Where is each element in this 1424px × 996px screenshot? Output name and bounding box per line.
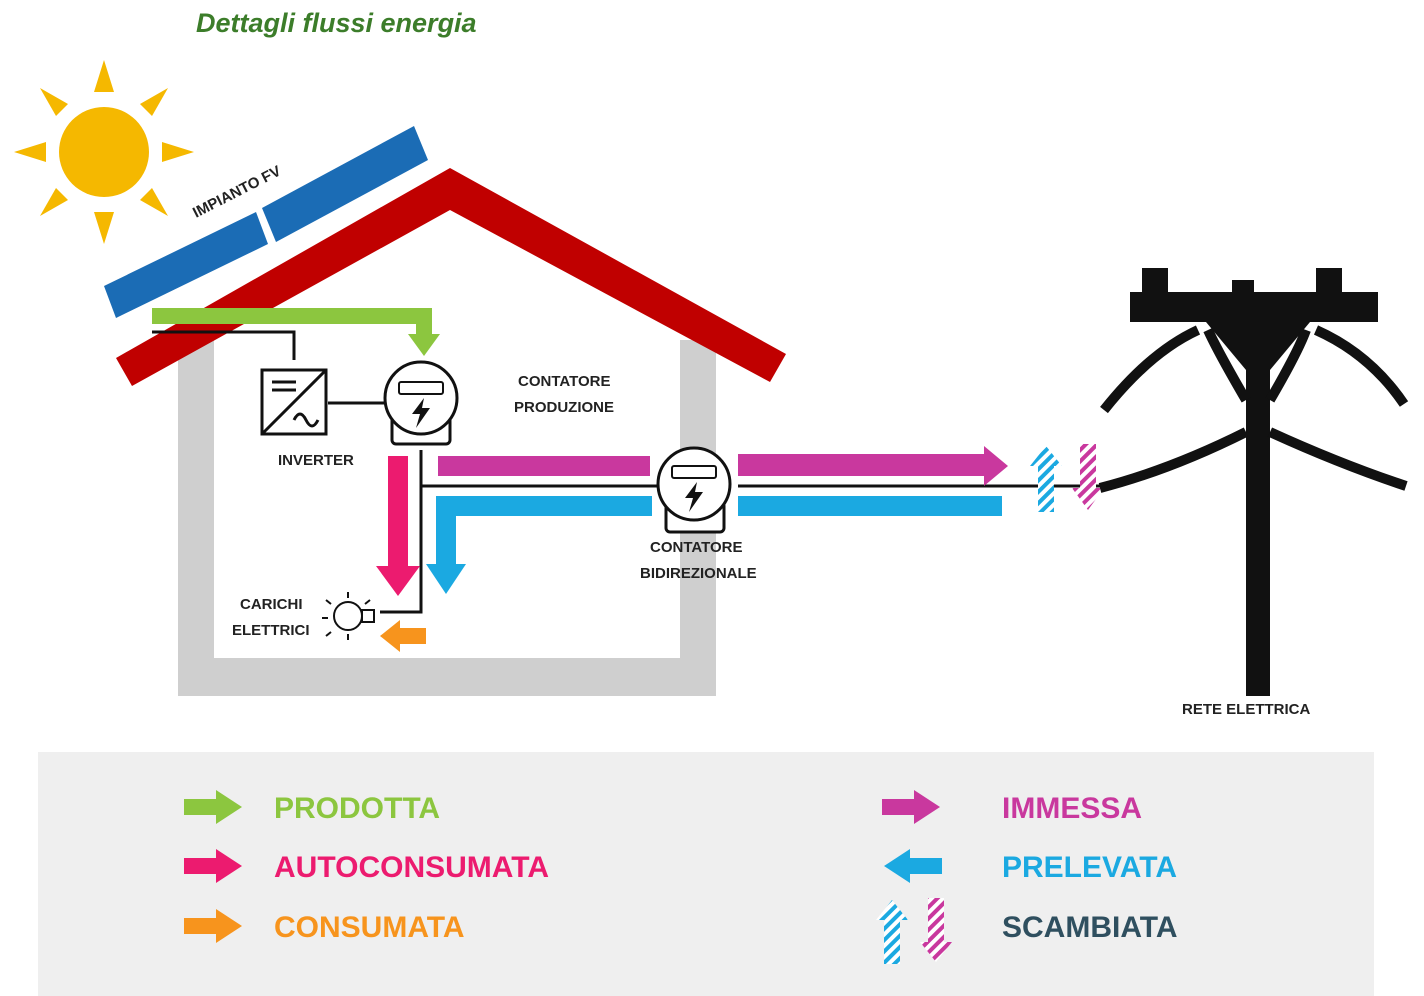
flow-consumata xyxy=(380,620,426,652)
loads-label-line2: ELETTRICI xyxy=(232,622,310,639)
light-bulb-icon xyxy=(322,592,375,640)
flow-scambiata-grid xyxy=(1030,444,1104,512)
page-title: Dettagli flussi energia xyxy=(196,8,477,38)
bidirectional-meter-label-line1: CONTATORE xyxy=(650,539,743,556)
inverter-icon xyxy=(260,368,328,436)
legend-item-prelevata: PRELEVATA xyxy=(884,849,1177,884)
inverter-label: INVERTER xyxy=(278,452,354,469)
bidirectional-meter-label-line2: BIDIREZIONALE xyxy=(640,565,757,582)
legend-label-scambiata: SCAMBIATA xyxy=(1002,911,1178,944)
house xyxy=(178,340,716,696)
sun-icon xyxy=(14,60,194,244)
legend-item-immessa: IMMESSA xyxy=(882,790,1142,825)
solar-panel-icon xyxy=(104,126,428,318)
bidirectional-meter-icon xyxy=(656,446,732,534)
legend-label-immessa: IMMESSA xyxy=(1002,792,1142,825)
flow-autoconsumata xyxy=(376,456,420,596)
loads-label-line1: CARICHI xyxy=(240,596,303,613)
legend-label-autoconsumata: AUTOCONSUMATA xyxy=(274,851,549,884)
flow-prodotta xyxy=(152,308,440,356)
legend-item-prodotta: PRODOTTA xyxy=(184,790,440,825)
grid-label: RETE ELETTRICA xyxy=(1182,701,1311,718)
production-meter-label-line1: CONTATORE xyxy=(518,373,611,390)
legend: PRODOTTA AUTOCONSUMATA CONSUMATA IMMESSA… xyxy=(38,752,1374,996)
flow-prelevata xyxy=(426,496,1002,594)
power-pole-icon xyxy=(1098,268,1409,696)
legend-label-prodotta: PRODOTTA xyxy=(274,792,440,825)
flow-immessa xyxy=(438,446,1008,486)
production-meter-icon xyxy=(383,360,459,446)
production-meter-label-line2: PRODUZIONE xyxy=(514,399,614,416)
legend-label-prelevata: PRELEVATA xyxy=(1002,851,1177,884)
legend-item-scambiata: SCAMBIATA xyxy=(876,898,1178,964)
legend-item-consumata: CONSUMATA xyxy=(184,909,465,944)
legend-label-consumata: CONSUMATA xyxy=(274,911,465,944)
legend-item-autoconsumata: AUTOCONSUMATA xyxy=(184,849,549,884)
